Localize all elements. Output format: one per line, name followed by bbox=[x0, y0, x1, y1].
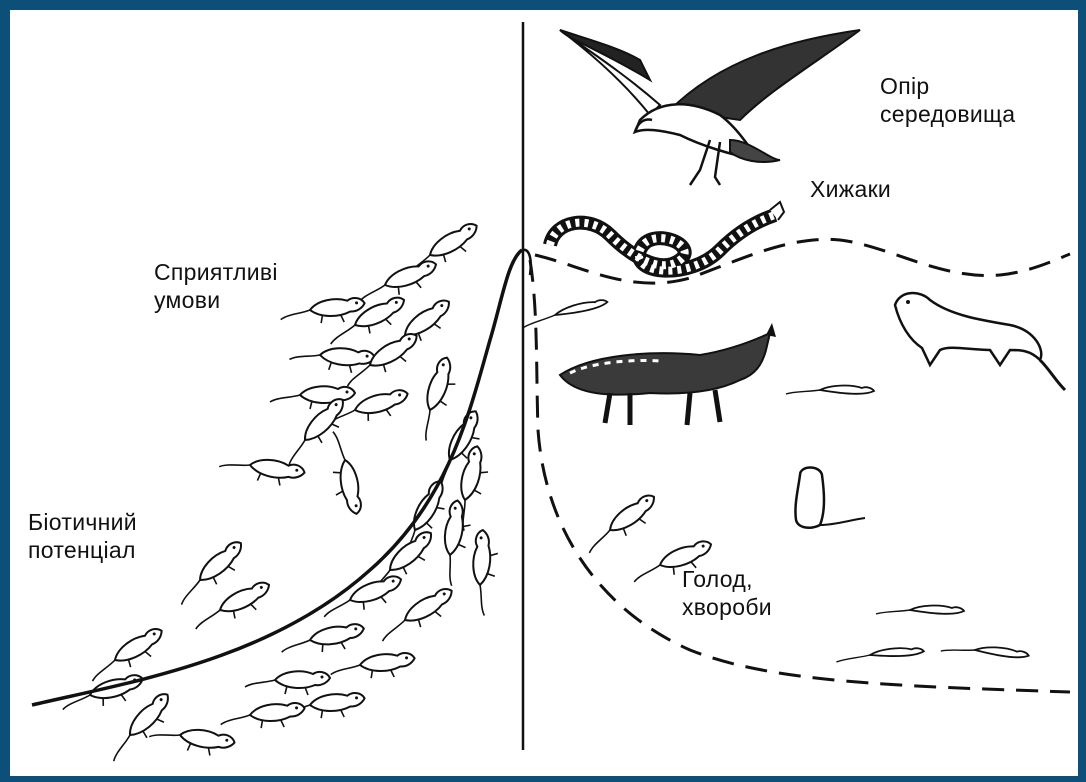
mouse-icon bbox=[786, 386, 874, 394]
biotic-potential-label: Біотичний потенціал bbox=[28, 508, 137, 564]
mouse-icon bbox=[941, 643, 1029, 659]
mouse-icon bbox=[836, 646, 924, 662]
favorable-conditions-label: Сприятливі умови bbox=[154, 258, 278, 314]
environmental-resistance-label: Опір середовища bbox=[880, 72, 1015, 128]
fox-icon bbox=[560, 323, 776, 425]
predators-label: Хижаки bbox=[810, 175, 891, 203]
rodent-standing-icon bbox=[795, 468, 865, 528]
eagle-icon bbox=[560, 30, 860, 185]
snake-icon bbox=[550, 202, 784, 271]
diagram-canvas: Сприятливі умови Біотичний потенціал Опі… bbox=[10, 10, 1078, 776]
mouse-icon bbox=[876, 606, 964, 614]
weasel-icon bbox=[895, 293, 1065, 390]
rodent-icon bbox=[580, 491, 663, 559]
hunger-diseases-label: Голод, хвороби bbox=[682, 565, 772, 621]
